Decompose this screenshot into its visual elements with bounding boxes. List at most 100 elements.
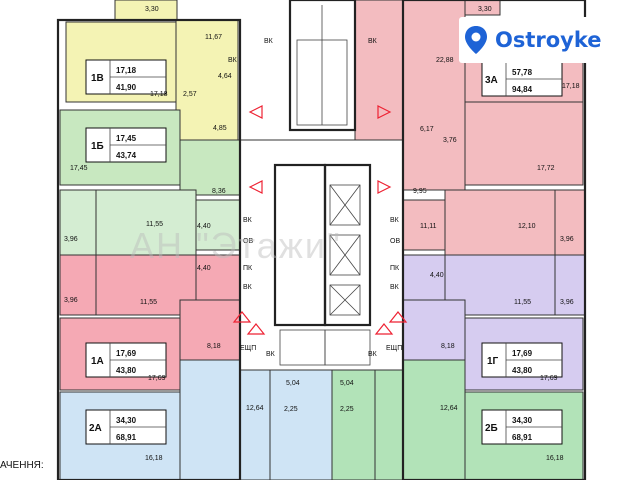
room-label: 11,67 (205, 34, 222, 41)
room-right-1210 (444, 189, 556, 256)
room-label: 11,55 (146, 221, 163, 228)
room-label: 11,55 (140, 299, 157, 306)
room-label: 4,64 (218, 73, 232, 80)
room-right-396b (554, 254, 586, 316)
room-label: 3,76 (443, 137, 457, 144)
room-right-396a (554, 189, 586, 256)
room-label: 3,30 (478, 6, 492, 13)
shaft-label-eshch: ЕЩП (240, 345, 256, 352)
room-label: 12,64 (440, 405, 458, 412)
room-label: 3,96 (64, 297, 78, 304)
brand-logo: Ostroyke (459, 17, 623, 63)
shaft-label-vk: ВК (266, 351, 276, 358)
apartment-2b-hall (374, 359, 466, 480)
room-label: 8,18 (441, 343, 455, 350)
room-label: 9,95 (413, 188, 427, 195)
legend-caption: АЧЕННЯ: (0, 460, 44, 471)
room-label: 3,96 (560, 236, 574, 243)
room-left-396a (59, 189, 97, 256)
apartment-badge-1b: 1Б 17,45 43,74 (85, 127, 167, 163)
apartment-1g-hall (402, 299, 466, 361)
apartment-badge-3a: 3А 57,78 94,84 (481, 61, 563, 97)
svg-text:1А: 1А (91, 356, 104, 367)
room-label: 8,36 (212, 188, 226, 195)
svg-text:43,74: 43,74 (116, 151, 137, 160)
entrance-marker (232, 311, 252, 323)
svg-text:43,80: 43,80 (116, 366, 137, 375)
entrance-marker (388, 311, 408, 323)
lobby-bath-right (324, 329, 371, 366)
shaft-label-eshch: ЕЩП (386, 345, 402, 352)
stair-core (288, 0, 357, 132)
room-label: 17,72 (537, 165, 555, 172)
room-label: 17,18 (562, 83, 580, 90)
apartment-badge-1g: 1Г 17,69 43,80 (481, 342, 563, 378)
corridor (239, 139, 404, 371)
room-label: 17,69 (148, 375, 166, 382)
entrance-marker (248, 105, 263, 119)
svg-text:34,30: 34,30 (116, 416, 137, 425)
shaft-label-pk: ПК (243, 265, 253, 272)
room-label: 4,40 (197, 265, 211, 272)
svg-text:34,30: 34,30 (512, 416, 533, 425)
room-label: 2,25 (284, 406, 298, 413)
room-label: 22,88 (436, 57, 454, 64)
svg-text:41,90: 41,90 (116, 83, 137, 92)
room-label: 4,40 (197, 223, 211, 230)
room-right-bath-a (402, 199, 446, 251)
svg-text:2Б: 2Б (485, 423, 498, 434)
room-left-1155b (95, 254, 197, 316)
room-label: 5,04 (340, 380, 354, 387)
room-label: 17,45 (70, 165, 88, 172)
room-label: 3,30 (145, 6, 159, 13)
room-label: 17,18 (150, 91, 168, 98)
svg-text:1В: 1В (91, 73, 104, 84)
svg-text:3А: 3А (485, 75, 498, 86)
entrance-marker (374, 323, 394, 335)
shaft-label-vk: ВК (243, 217, 253, 224)
location-pin-icon (465, 26, 487, 54)
svg-text:17,45: 17,45 (116, 134, 137, 143)
apartment-badge-1v: 1В 17,18 41,90 (85, 59, 167, 95)
room-label: 11,11 (420, 223, 437, 230)
shaft-label-vk: ВК (228, 57, 238, 64)
svg-text:68,91: 68,91 (512, 433, 533, 442)
room-label: 5,04 (286, 380, 300, 387)
apartment-badge-2a: 2А 34,30 68,91 (85, 409, 167, 445)
room-label: 16,18 (145, 455, 163, 462)
svg-text:17,69: 17,69 (116, 349, 137, 358)
room-left-1155a (95, 189, 197, 256)
elevator-car-1 (329, 184, 361, 226)
svg-text:57,78: 57,78 (512, 68, 533, 77)
shaft-label-vk: ВК (264, 38, 274, 45)
room-label: 16,18 (546, 455, 564, 462)
entrance-marker (377, 180, 392, 194)
outer-wall-left (56, 18, 242, 480)
entrance-marker (248, 180, 263, 194)
shaft-label-pk: ПК (390, 265, 400, 272)
apartment-1b-hall (179, 139, 241, 196)
room-label: 3,96 (560, 299, 574, 306)
room-left-396b (59, 254, 97, 316)
shaft-label-vk: ВК (368, 38, 378, 45)
shaft-label-vk: ВК (243, 284, 253, 291)
room-label: 12,10 (518, 223, 536, 230)
room-label: 4,40 (430, 272, 444, 279)
shaft-label-ov: ОВ (243, 238, 253, 245)
svg-text:17,69: 17,69 (512, 349, 533, 358)
elevator-shaft-right (323, 163, 372, 327)
room-label: 2,57 (183, 91, 197, 98)
svg-text:43,80: 43,80 (512, 366, 533, 375)
shaft-label-vk: ВК (390, 217, 400, 224)
room-label: 11,55 (514, 299, 531, 306)
watermark-text: АН "Этажи" (130, 225, 342, 266)
room-label: 6,17 (420, 126, 434, 133)
room-right-bottom-504 (331, 369, 376, 480)
svg-text:17,18: 17,18 (116, 66, 137, 75)
brand-name: Ostroyke (495, 28, 602, 52)
room-left-bath-a (195, 199, 241, 251)
apartment-2a-hall (179, 359, 271, 480)
room-right-1772 (464, 101, 584, 186)
room-label: 3,96 (64, 236, 78, 243)
shaft-label-vk: ВК (390, 284, 400, 291)
